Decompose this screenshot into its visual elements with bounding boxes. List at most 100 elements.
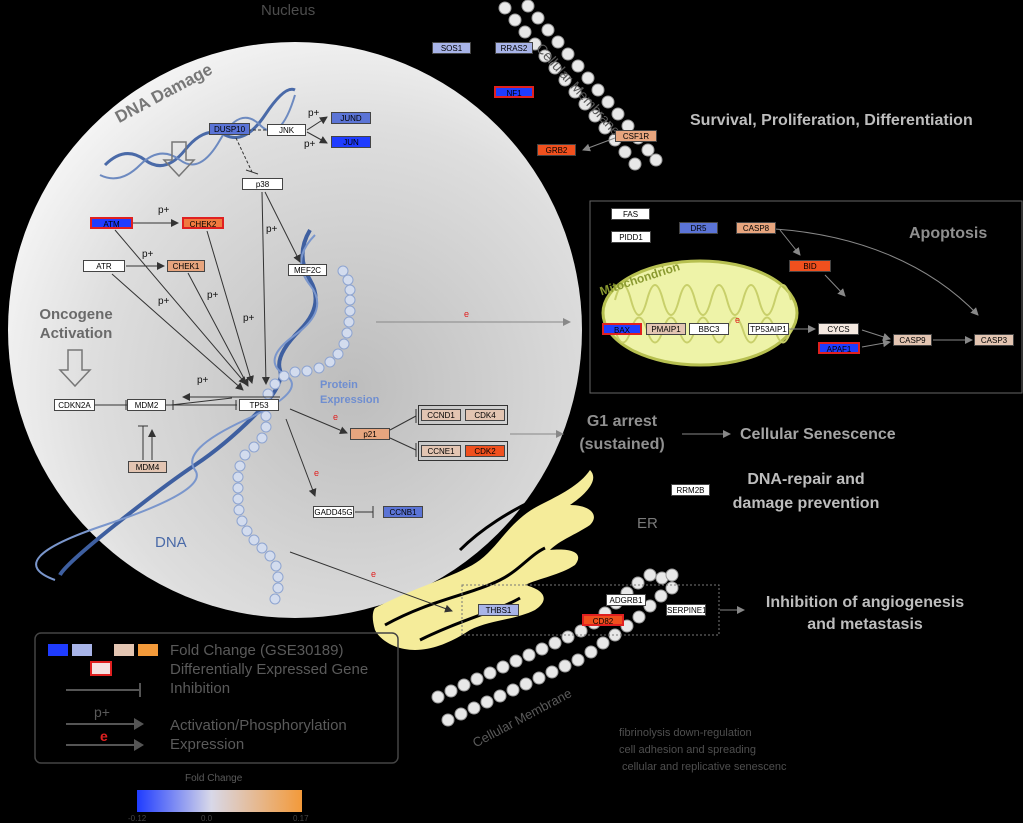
gene-dr5[interactable]: DR5: [679, 222, 718, 234]
gene-sos1[interactable]: SOS1: [432, 42, 471, 54]
gene-ccne1[interactable]: CCNE1: [421, 445, 461, 457]
gene-tp53aip1[interactable]: TP53AIP1: [748, 323, 789, 335]
edge-label-e: e: [735, 315, 741, 325]
gene-rras2[interactable]: RRAS2: [495, 42, 533, 54]
gene-cd82[interactable]: CD82: [582, 614, 624, 626]
outcome-apoptosis: Apoptosis: [909, 225, 988, 242]
gene-mdm2[interactable]: MDM2: [127, 399, 166, 411]
protein-expression-label: Protein Expression: [320, 379, 380, 406]
edge-label-p: p+: [142, 249, 154, 260]
edge-label-p: p+: [158, 296, 170, 307]
gene-cdk2[interactable]: CDK2: [465, 445, 505, 457]
gene-ccnb1[interactable]: CCNB1: [383, 506, 423, 518]
dna-strand-top: [103, 87, 296, 168]
gene-jnk[interactable]: JNK: [267, 124, 306, 136]
edge-label-p: p+: [207, 290, 219, 301]
gene-fas[interactable]: FAS: [611, 208, 650, 220]
gene-dusp10[interactable]: DUSP10: [209, 123, 250, 135]
outcome-g1-arrest: G1 arrest (sustained): [579, 413, 665, 453]
gene-cdk4[interactable]: CDK4: [465, 409, 505, 421]
gene-jun[interactable]: JUN: [331, 136, 371, 148]
gene-serpine1[interactable]: SERPINE1: [666, 604, 706, 616]
outcome-senescence: Cellular Senescence: [740, 426, 896, 443]
edge-label-p: p+: [197, 375, 209, 386]
gene-atm[interactable]: ATM: [90, 217, 133, 229]
edge-label-p: p+: [304, 139, 316, 150]
legend-swatch-orange: [138, 644, 158, 656]
gene-nf1[interactable]: NF1: [494, 86, 534, 98]
gene-bid[interactable]: BID: [789, 260, 831, 272]
edge-label-e: e: [314, 468, 320, 478]
gene-csf1r[interactable]: CSF1R: [615, 130, 657, 142]
oncogene-arrow: [58, 349, 92, 388]
gene-casp8[interactable]: CASP8: [736, 222, 776, 234]
legend-inhibition: Inhibition: [170, 680, 231, 697]
colorbar-max: 0.17: [293, 814, 309, 823]
dna-damage-arrow: [162, 141, 196, 178]
gene-ccnd1[interactable]: CCND1: [421, 409, 461, 421]
colorbar-min: -0.12: [128, 814, 147, 823]
membrane-bottom: [431, 568, 679, 727]
gene-tp53[interactable]: TP53: [239, 399, 279, 411]
gene-gadd45g[interactable]: GADD45G: [313, 506, 354, 518]
edge-label-p: p+: [243, 313, 255, 324]
note-fibrinolysis: fibrinolysis down-regulation: [619, 727, 752, 739]
note-senescence: cellular and replicative senescenc: [622, 761, 787, 773]
gene-cycs[interactable]: CYCS: [818, 323, 859, 335]
gene-rrm2b[interactable]: RRM2B: [671, 484, 710, 496]
gene-jund[interactable]: JUND: [331, 112, 371, 124]
legend-swatch-deg: [90, 661, 112, 676]
dna-label: DNA: [155, 534, 187, 551]
gene-adgrb1[interactable]: ADGRB1: [606, 594, 646, 606]
legend-e-label: e: [100, 728, 108, 744]
outcome-angiogenesis: Inhibition of angiogenesis and metastasi…: [765, 594, 965, 633]
gene-pidd1[interactable]: PIDD1: [611, 231, 651, 243]
legend-activation: Activation/Phosphorylation: [170, 717, 347, 734]
legend-deg: Differentially Expressed Gene: [170, 661, 369, 678]
edge-label-e: e: [371, 569, 377, 579]
legend-swatch-light-blue: [72, 644, 92, 656]
nucleus-shape: [8, 42, 582, 618]
edge-label-p: p+: [158, 205, 170, 216]
gene-cdkn2a[interactable]: CDKN2A: [54, 399, 95, 411]
colorbar-title: Fold Change: [185, 773, 243, 784]
gene-casp9[interactable]: CASP9: [893, 334, 932, 346]
gene-casp3[interactable]: CASP3: [974, 334, 1014, 346]
outcome-survival: Survival, Proliferation, Differentiation: [690, 112, 973, 129]
edge-label-e: e: [464, 309, 470, 319]
colorbar-mid: 0.0: [201, 814, 213, 823]
nucleus-label: Nucleus: [261, 2, 316, 19]
legend-box: [34, 632, 399, 764]
er-label: ER: [637, 515, 658, 532]
gene-grb2[interactable]: GRB2: [537, 144, 576, 156]
note-adhesion: cell adhesion and spreading: [619, 744, 756, 756]
edge-label-e: e: [333, 412, 339, 422]
gene-apaf1[interactable]: APAF1: [818, 342, 860, 354]
apoptosis-box: [589, 200, 1023, 394]
gene-atr[interactable]: ATR: [83, 260, 125, 272]
edge-label-p: p+: [308, 108, 320, 119]
gene-mdm4[interactable]: MDM4: [128, 461, 167, 473]
cyclin-e-group: [418, 441, 508, 461]
gene-thbs1[interactable]: THBS1: [478, 604, 519, 616]
cyclin-d-group: [418, 405, 508, 425]
gene-bbc3[interactable]: BBC3: [689, 323, 729, 335]
legend-swatch-dark-blue: [48, 644, 68, 656]
gene-pmaip1[interactable]: PMAIP1: [646, 323, 686, 335]
edge-label-p: p+: [266, 224, 278, 235]
gene-p38[interactable]: p38: [242, 178, 283, 190]
colorbar-gradient: [137, 790, 302, 812]
legend-swatch-light-tan: [114, 644, 134, 656]
gene-p21[interactable]: p21: [350, 428, 390, 440]
outcome-dna-repair: DNA-repair and damage prevention: [732, 471, 880, 512]
gene-chek2[interactable]: CHEK2: [182, 217, 224, 229]
legend-fold-change: Fold Change (GSE30189): [170, 642, 344, 659]
angiogenesis-box: [461, 584, 720, 636]
gene-mef2c[interactable]: MEF2C: [288, 264, 327, 276]
oncogene-label: Oncogene Activation: [39, 306, 113, 342]
legend-p-label: p+: [94, 704, 110, 720]
legend-expression: Expression: [170, 736, 245, 753]
gene-chek1[interactable]: CHEK1: [167, 260, 205, 272]
gene-bax[interactable]: BAX: [602, 323, 642, 335]
